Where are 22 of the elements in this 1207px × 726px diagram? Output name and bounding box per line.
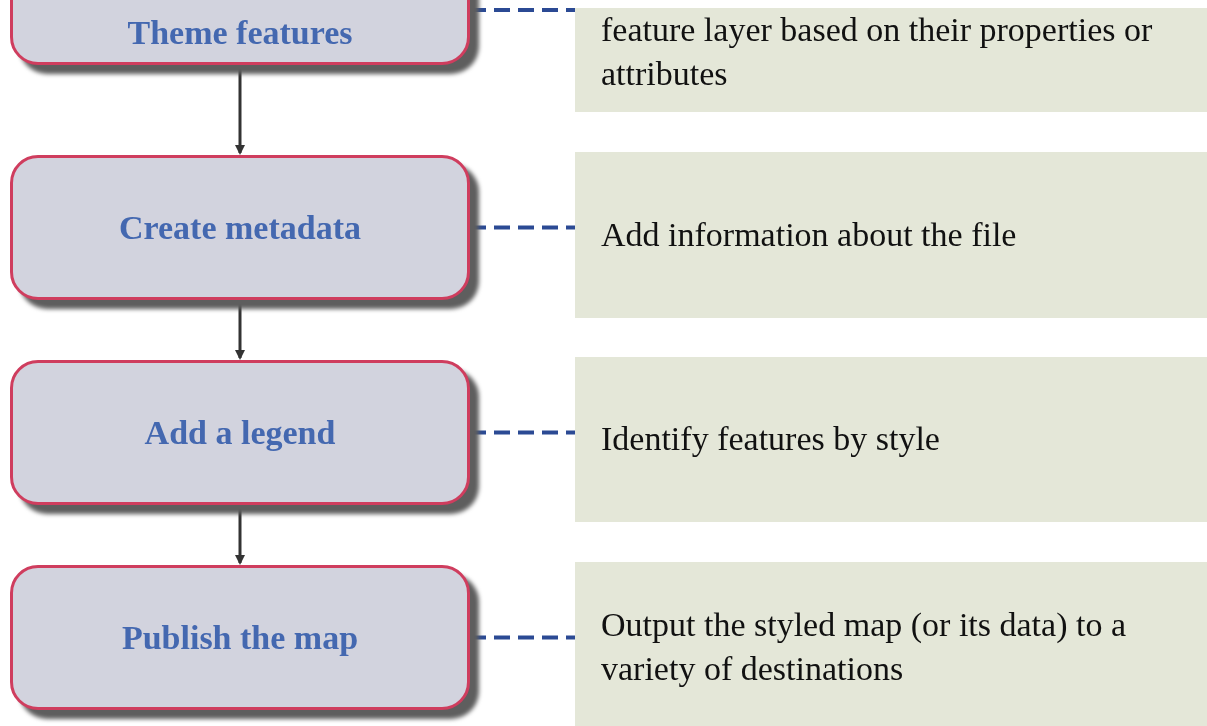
description-box xyxy=(575,562,1207,726)
dashed-connector xyxy=(470,8,575,12)
process-box xyxy=(10,565,470,710)
dashed-connector xyxy=(470,225,575,230)
description-box xyxy=(575,357,1207,522)
description-box xyxy=(575,152,1207,318)
dashed-connector xyxy=(470,430,575,435)
step-label: Add a legend xyxy=(144,413,336,452)
step-label: Create metadata xyxy=(119,208,361,247)
description-box xyxy=(575,8,1207,112)
step-label: Publish the map xyxy=(121,618,359,657)
description-text: Output the styled map (or its data) to a variety of destinations xyxy=(601,604,1127,689)
description-text: feature layer based on their properties or attributes xyxy=(601,10,1154,95)
dashed-connector xyxy=(470,635,575,640)
process-box xyxy=(10,155,470,300)
description-text: Identify features by style xyxy=(601,419,940,460)
arrow xyxy=(235,68,245,155)
arrow xyxy=(235,508,245,565)
step-label: Theme features xyxy=(127,14,353,52)
description-text: Add information about the file xyxy=(601,214,1017,255)
process-box xyxy=(10,360,470,505)
arrow xyxy=(235,303,245,360)
